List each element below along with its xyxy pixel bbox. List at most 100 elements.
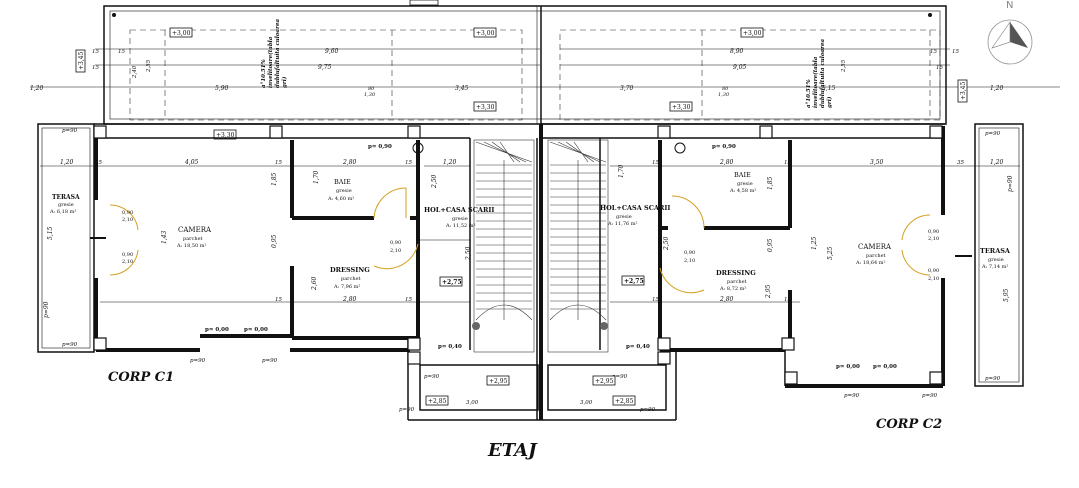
dim-low-280-r: 2,80: [719, 296, 734, 303]
win-w-c1a: 0,90: [122, 210, 133, 216]
mark-p90-side-r: p=90: [1007, 175, 1014, 192]
dim-170-r: 1,70: [618, 164, 625, 178]
win-w-c1b: 0,90: [122, 252, 133, 258]
unit-label-c1: CORP C1: [108, 370, 174, 385]
svg-text:dublufaltuita culoarea: dublufaltuita culoarea: [275, 18, 281, 88]
dim-top-l1: 9,60: [325, 48, 339, 55]
room-hol-c1-finish: gresie: [452, 216, 468, 222]
room-baie-c1-finish: gresie: [336, 188, 352, 194]
mark-p90-b1: p=90: [190, 358, 206, 364]
dim-143: 1,43: [161, 230, 168, 244]
dim-15-d: 15: [930, 49, 937, 55]
dim-low-280-l: 2,80: [342, 296, 357, 303]
interior-walls: [290, 138, 792, 350]
dim-300-l: 3,00: [466, 400, 479, 406]
mark-p90-b3: p=90: [844, 393, 860, 399]
mark-p040-r: p= 0,40: [626, 344, 650, 350]
dim-top-r1: 8,90: [730, 48, 744, 55]
room-hol-c2-finish: gresie: [616, 214, 632, 220]
roof-note-l-2: invelitoare(tabla: [267, 36, 274, 88]
mark-p000-l2: p= 0,00: [244, 327, 268, 333]
dim-130-l: 1,30: [364, 92, 376, 98]
room-terasa-c2-name: TERASA: [980, 247, 1011, 255]
floor-marks: p=90 p=90 p=90 p=90 p= 0,90 p= 0,90 p= 0…: [62, 128, 1001, 413]
dim-int-120-ml: 1,20: [443, 159, 457, 166]
level-stair-left: +2,95: [489, 378, 508, 385]
roof-note-l-1: a°10.51%: [261, 59, 267, 88]
dim-515v-l: 5,15: [47, 226, 54, 240]
mark-p000-l1: p= 0,00: [205, 327, 229, 333]
dim-130-r: 1,30: [718, 92, 730, 98]
room-camera-c2-finish: parchet: [866, 253, 886, 259]
dim-15-f: 15: [936, 65, 943, 71]
dim-int-35-l: 35: [95, 160, 102, 166]
win-w-dr2: 0,90: [684, 250, 695, 256]
dim-int-35-r: 35: [957, 160, 964, 166]
room-dressing-c2-finish: parchet: [727, 279, 747, 285]
dim-260: 2,60: [311, 276, 318, 291]
roof-note-l-3: dublufaltuita culoarea: [275, 18, 281, 88]
dim-top-r2: 9,05: [733, 64, 747, 71]
dim-170-l: 1,70: [313, 170, 320, 184]
win-h-dr1: 2,10: [390, 248, 401, 254]
mark-p90-b4: p=90: [922, 393, 938, 399]
level-bottom-left: +2,85: [428, 398, 447, 405]
mark-p000-r2: p= 0,00: [873, 364, 897, 370]
pillars: [93, 125, 943, 385]
dim-int-405: 4,05: [184, 159, 199, 166]
room-terasa-c1-area: A: 6,18 m²: [49, 209, 76, 215]
stair-winder: [475, 141, 533, 163]
dim-255-r: 2,55: [841, 59, 847, 73]
top-dimensions: 9,60 9,75 8,90 9,05 15 15 15 15 15 15 1,…: [30, 48, 1060, 98]
unit-label-c2: CORP C2: [876, 417, 942, 432]
room-camera-c1-area: A: 18,50 m²: [176, 243, 207, 249]
room-dressing-c2-area: A: 8,72 m²: [719, 286, 746, 292]
dim-120-right: 1,20: [990, 85, 1004, 92]
level-stair-right: +2,95: [595, 378, 614, 385]
level-bottom-right: +2,85: [615, 398, 634, 405]
dim-int-15-c: 15: [652, 160, 659, 166]
mark-p000-r1: p= 0,00: [836, 364, 860, 370]
room-baie-c2-name: BAIE: [734, 171, 751, 179]
level-hall-left: +2,75: [442, 279, 462, 286]
room-terasa-c1-finish: gresie: [58, 202, 74, 208]
room-hol-c2-name: HOL+CASA SCARII: [600, 204, 670, 212]
level-side-right: +3,45: [960, 81, 967, 100]
svg-text:a°10.51%: a°10.51%: [806, 79, 812, 108]
plan-title: ETAJ: [487, 440, 538, 461]
dim-120-left: 1,20: [30, 85, 44, 92]
dim-125: 1,25: [811, 236, 818, 250]
dim-525: 5,25: [827, 246, 834, 260]
room-dressing-c1-area: A: 7,96 m²: [333, 284, 360, 290]
opening-sizes: 0,90 2,10 0,90 2,10 0,90 2,10 0,90 2,10 …: [122, 210, 939, 282]
mark-p90-b5: p=90: [399, 407, 415, 413]
dim-int-280-r: 2,80: [719, 159, 734, 166]
win-h-c2b: 2,10: [928, 276, 939, 282]
room-hol-c1-name: HOL+CASA SCARII: [424, 206, 494, 214]
win-h-c1b: 2,10: [122, 259, 133, 265]
room-baie-c2-area: A: 4,58 m²: [729, 188, 756, 194]
stair-winder: [557, 141, 601, 163]
room-camera-c2-name: CAMERA: [858, 243, 892, 251]
mark-p090-r: p= 0,90: [712, 144, 736, 150]
mark-p90-b6: p=90: [640, 407, 656, 413]
dim-250-l: 2,50: [431, 174, 438, 189]
dim-515: 5,15: [822, 85, 836, 92]
level-side-left: +3,45: [78, 51, 85, 70]
room-baie-c1-area: A: 4,60 m²: [327, 196, 354, 202]
svg-text:a°10.51%: a°10.51%: [261, 59, 267, 88]
dim-255-l: 2,55: [146, 59, 152, 73]
dim-low-15-c: 15: [652, 297, 659, 303]
dim-300-r: 3,00: [580, 400, 593, 406]
dim-250-r: 2,50: [663, 236, 670, 251]
level-parapet-mid-l: +3,30: [476, 104, 495, 111]
win-h-c1a: 2,10: [122, 217, 133, 223]
stair-winder: [483, 141, 527, 163]
north-arrow-icon: N: [987, 0, 1033, 65]
stair-winder: [491, 141, 521, 163]
stair-winder: [549, 141, 607, 163]
dim-345: 3,45: [455, 85, 469, 92]
dim-250-m: 2,50: [465, 246, 472, 261]
room-dressing-c1-finish: parchet: [341, 276, 361, 282]
